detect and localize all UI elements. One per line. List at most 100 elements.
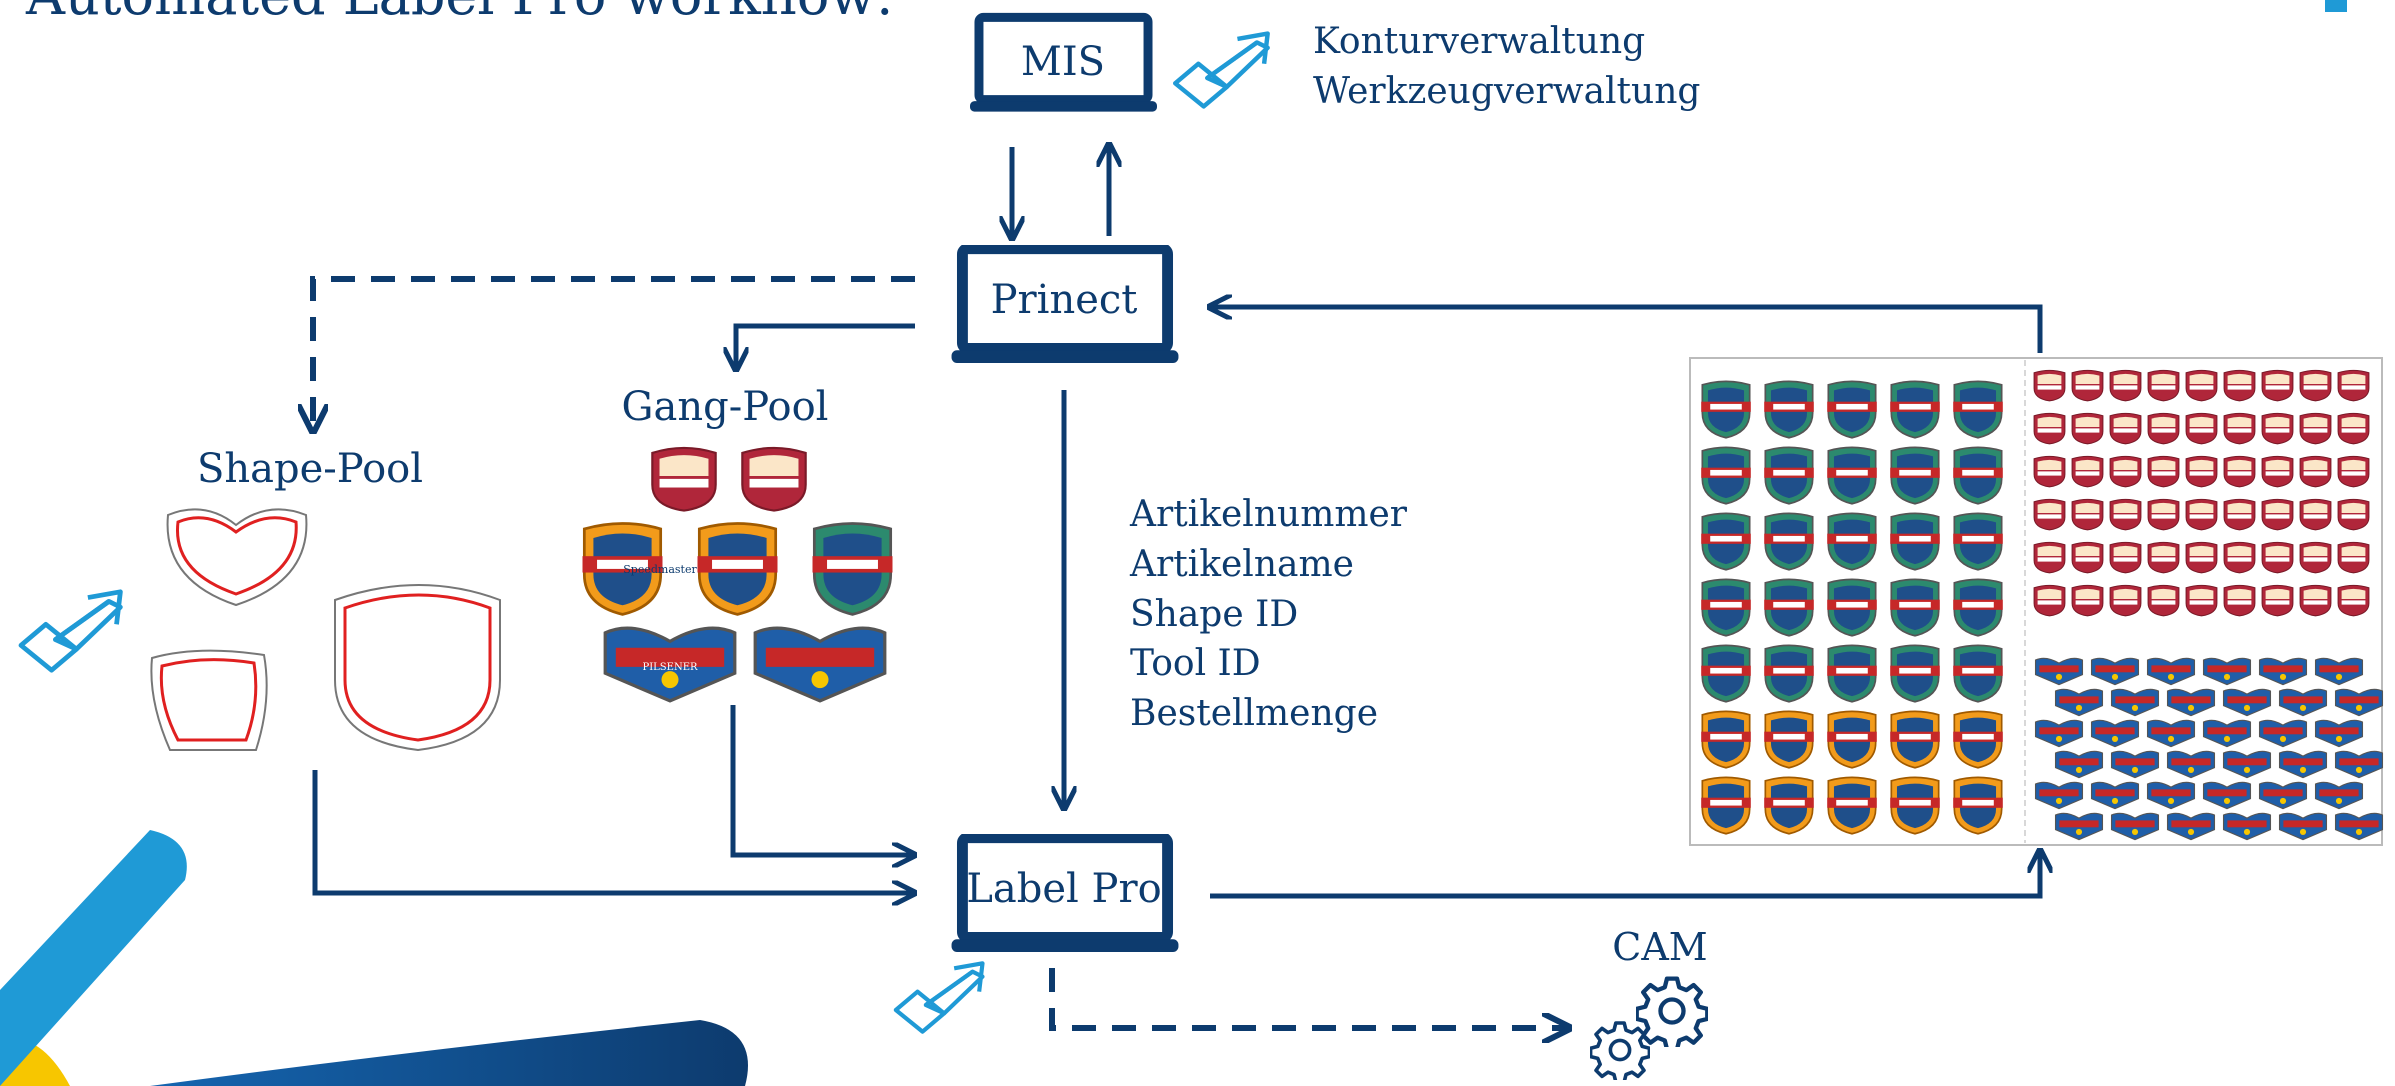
sheet-label-thumbnail: [2109, 412, 2142, 445]
sheet-label-thumbnail: [1826, 578, 1878, 637]
label-thumbnail: [651, 446, 717, 512]
sheet-label-thumbnail: [1763, 578, 1815, 637]
sheet-label-thumbnail: [2299, 369, 2332, 402]
data-field-tool-id: Tool ID: [1130, 643, 1261, 684]
sheet-label-thumbnail: [2299, 412, 2332, 445]
sheet-label-thumbnail: [2185, 541, 2218, 574]
sheet-label-thumbnail: [2337, 498, 2370, 531]
sheet-label-thumbnail: [1889, 446, 1941, 505]
label-subtext: PILSENER: [642, 662, 698, 673]
shape-contour-shield: [343, 593, 492, 742]
sheet-label-thumbnail: [1763, 644, 1815, 703]
label-pro-label: Label Pro: [966, 866, 1161, 912]
sheet-label-thumbnail: [1952, 644, 2004, 703]
sheet-label-thumbnail: [2071, 498, 2104, 531]
label-thumbnail: [811, 522, 894, 616]
label-thumbnail: [696, 522, 779, 616]
sheet-label-thumbnail: [1889, 710, 1941, 769]
sheet-label-thumbnail: [2337, 455, 2370, 488]
dataflow-icon: [1175, 34, 1267, 107]
sheet-label-thumbnail: [1889, 380, 1941, 439]
sheet-label-thumbnail: [2261, 498, 2294, 531]
label-brand-text: Speedmaster: [623, 563, 697, 576]
sheet-label-thumbnail: [2109, 369, 2142, 402]
sheet-label-thumbnail: [1826, 512, 1878, 571]
sheet-label-thumbnail: [2299, 541, 2332, 574]
sheet-label-thumbnail: [1889, 578, 1941, 637]
gear-icon: [1637, 979, 1708, 1050]
sheet-label-thumbnail: [2337, 412, 2370, 445]
sheet-label-thumbnail: [2147, 412, 2180, 445]
sheet-label-thumbnail: [1700, 644, 1752, 703]
sheet-label-thumbnail: [1826, 776, 1878, 835]
mis-note-contour: Konturverwaltung: [1313, 21, 1645, 62]
data-field-order-quantity: Bestellmenge: [1130, 693, 1378, 734]
shape-outline-bow: [166, 508, 308, 607]
arrow-label-pro-to-sheet: [1210, 853, 2040, 899]
sheet-label-thumbnail: [2185, 498, 2218, 531]
slide-title: Automated Label Pro workflow:: [25, 0, 894, 27]
sheet-label-thumbnail: [2033, 584, 2066, 617]
dataflow-icon: [21, 592, 120, 670]
sheet-label-thumbnail: [2147, 584, 2180, 617]
sheet-label-thumbnail: [2033, 541, 2066, 574]
sheet-label-thumbnail: [1700, 446, 1752, 505]
sheet-label-thumbnail: [2071, 584, 2104, 617]
sheet-label-thumbnail: [2261, 455, 2294, 488]
sheet-label-thumbnail: [1889, 644, 1941, 703]
sheet-label-thumbnail: [1826, 644, 1878, 703]
sheet-label-thumbnail: [1952, 512, 2004, 571]
shape-pool-shapes: [150, 508, 501, 752]
sheet-label-thumbnail: [1763, 446, 1815, 505]
sheet-label-thumbnail: [2033, 498, 2066, 531]
sheet-label-thumbnail: [1952, 776, 2004, 835]
sheet-label-thumbnail: [1700, 710, 1752, 769]
sheet-label-thumbnail: [2337, 369, 2370, 402]
sheet-label-thumbnail: [2071, 541, 2104, 574]
arrow-shape-pool-to-label-pro: [312, 770, 912, 893]
label-pro-node: Label Pro: [952, 838, 1179, 952]
sheet-label-thumbnail: [2223, 541, 2256, 574]
sheet-label-thumbnail: [1889, 512, 1941, 571]
arrow-gang-pool-to-label-pro: [730, 705, 912, 855]
sheet-label-thumbnail: [2299, 584, 2332, 617]
arrow-label-pro-to-cam: [1049, 968, 1566, 1028]
sheet-label-thumbnail: [2185, 369, 2218, 402]
sheet-label-thumbnail: [1952, 446, 2004, 505]
arrow-sheet-to-prinect: [1212, 307, 2043, 353]
sheet-label-thumbnail: [2223, 584, 2256, 617]
shape-contour-bow: [175, 516, 298, 596]
sheet-label-thumbnail: [1763, 710, 1815, 769]
mis-label: MIS: [1021, 39, 1105, 85]
sheet-label-thumbnail: [2185, 584, 2218, 617]
sheet-label-thumbnail: [2147, 369, 2180, 402]
sheet-label-thumbnail: [2033, 455, 2066, 488]
mis-note-tools: Werkzeugverwaltung: [1313, 71, 1700, 112]
dataflow-icon: [896, 963, 983, 1031]
sheet-label-thumbnail: [1763, 512, 1815, 571]
sheet-label-thumbnail: [1952, 578, 2004, 637]
shape-outline-shield: [334, 584, 501, 752]
imposed-print-sheet: [1689, 357, 2384, 846]
sheet-label-thumbnail: [1700, 512, 1752, 571]
sheet-label-thumbnail: [2261, 541, 2294, 574]
sheet-label-thumbnail: [2109, 455, 2142, 488]
shape-contour-cup: [159, 658, 258, 742]
sheet-label-thumbnail: [2109, 584, 2142, 617]
data-field-article-name: Artikelname: [1129, 544, 1354, 585]
sheet-label-thumbnail: [2261, 584, 2294, 617]
sheet-label-thumbnail: [1889, 776, 1941, 835]
sheet-label-thumbnail: [2109, 498, 2142, 531]
sheet-label-thumbnail: [1952, 710, 2004, 769]
sheet-label-thumbnail: [2071, 369, 2104, 402]
sheet-label-thumbnail: [2223, 455, 2256, 488]
shape-pool-label: Shape-Pool: [197, 446, 423, 492]
cam-label: CAM: [1612, 925, 1707, 969]
arrow-prinect-to-gang-pool: [736, 323, 915, 367]
gear-icon: [1590, 1021, 1650, 1080]
sheet-label-thumbnail: [1763, 776, 1815, 835]
sheet-label-thumbnail: [2261, 412, 2294, 445]
sheet-label-thumbnail: [2223, 498, 2256, 531]
label-thumbnail: [741, 446, 807, 512]
sheet-label-thumbnail: [2299, 498, 2332, 531]
